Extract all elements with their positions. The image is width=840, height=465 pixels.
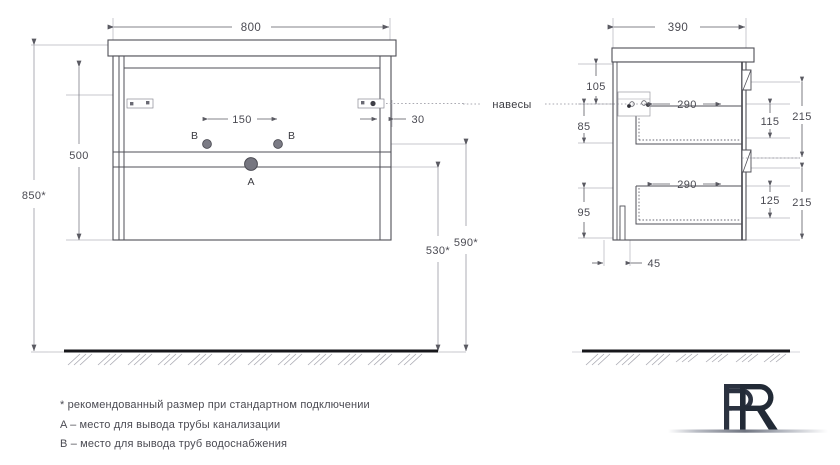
dim-width-value: 800 <box>241 22 261 34</box>
logo-underline <box>668 429 828 433</box>
dim-body-height-value: 500 <box>69 150 89 162</box>
dim-depth-value: 390 <box>668 22 688 34</box>
dim-hanger-to-shelf-value: 85 <box>577 121 590 133</box>
dim-drawer-upper-inner-value: 115 <box>761 116 780 128</box>
floor-side <box>572 349 800 366</box>
countertop-slab <box>107 39 397 57</box>
marker-b-left-label: B <box>191 130 198 142</box>
dim-total-height-850: 850* <box>22 38 47 352</box>
marker-b-right: B <box>273 130 295 149</box>
hanger-annotation: навесы <box>463 99 800 159</box>
side-handle-lower <box>741 149 752 173</box>
drawer-lower <box>619 185 742 241</box>
dim-drain-height-value: 530* <box>426 245 451 257</box>
dim-water-height-590: 590* <box>454 138 479 352</box>
legend-line-note: * рекомендованный размер при стандартном… <box>60 399 370 411</box>
dim-drawer-upper-outer-215: 215 <box>792 76 812 158</box>
legend-block: * рекомендованный размер при стандартном… <box>60 396 490 455</box>
floor-front <box>48 349 452 366</box>
dim-spout-spacing-value: 150 <box>232 114 252 126</box>
cabinet-carcass <box>112 55 392 241</box>
floor-hatch-front <box>67 353 423 366</box>
dim-plinth-offset-value: 45 <box>647 258 660 270</box>
dim-drawer-upper-value: 290 <box>677 99 697 111</box>
side-carcass <box>612 61 747 241</box>
dim-drawer-lower-outer-215: 215 <box>792 162 812 240</box>
dim-depth-390: 390 <box>607 22 746 34</box>
marker-a-center: A <box>244 157 258 188</box>
marker-a-label: A <box>247 176 254 188</box>
dim-spout-spacing-150: 150 <box>202 114 278 126</box>
dim-top-to-hanger-value: 105 <box>586 81 606 93</box>
dim-top-to-hanger-105: 105 <box>586 58 606 105</box>
front-hanger-brackets <box>126 98 385 109</box>
side-cabinet-body <box>611 47 755 241</box>
drawer-upper <box>635 105 742 145</box>
plinth-leg <box>619 205 626 241</box>
dim-drawer-lower-value: 290 <box>677 179 697 191</box>
dim-hanger-to-shelf-85: 85 <box>577 98 590 144</box>
brand-logo-mark <box>668 384 828 433</box>
front-view-group: 800 850* 500 <box>22 18 479 366</box>
dim-water-height-value: 590* <box>454 237 479 249</box>
dim-lower-offset-95: 95 <box>577 182 590 239</box>
dim-lower-offset-value: 95 <box>577 207 590 219</box>
brand-logo <box>668 382 828 444</box>
dim-drawer-lower-290: 290 <box>647 179 722 191</box>
marker-b-left: B <box>191 130 212 149</box>
legend-line-b: B – место для вывода труб водоснабжения <box>60 438 288 450</box>
dim-drawer-upper-290: 290 <box>647 99 722 111</box>
dim-side-offset-30: 30 <box>360 114 424 126</box>
dim-drawer-upper-inner-115: 115 <box>761 98 780 139</box>
marker-b-right-label: B <box>288 130 295 142</box>
side-countertop-slab <box>611 47 755 63</box>
side-view-group: 390 <box>463 18 812 366</box>
dim-drawer-lower-inner-value: 125 <box>760 195 780 207</box>
hanger-label: навесы <box>492 99 531 111</box>
legend-line-a: A – место для вывода трубы канализации <box>60 418 281 431</box>
dim-drawer-upper-outer-value: 215 <box>792 111 812 123</box>
dim-total-height-value: 850* <box>22 190 47 202</box>
hanger-bracket-left-icon <box>126 98 154 109</box>
side-handle-upper <box>741 69 752 91</box>
dim-body-height-500: 500 <box>69 60 89 241</box>
floor-hatch-side <box>585 353 787 366</box>
front-cabinet-body <box>107 39 397 241</box>
dim-width-800: 800 <box>107 22 390 34</box>
dim-drain-height-530: 530* <box>426 161 451 352</box>
dim-drawer-lower-outer-value: 215 <box>792 197 812 209</box>
logo-monogram <box>724 384 778 430</box>
dim-side-offset-value: 30 <box>411 114 424 126</box>
dim-drawer-lower-inner-125: 125 <box>760 180 780 219</box>
dim-plinth-offset-45: 45 <box>592 258 660 270</box>
